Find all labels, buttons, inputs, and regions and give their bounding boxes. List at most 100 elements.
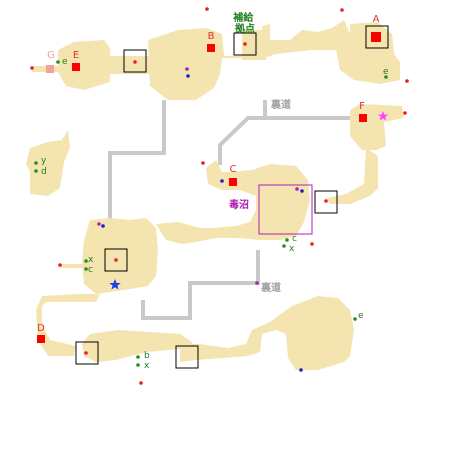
red-dot xyxy=(340,8,344,12)
poi-box-west-center[interactable] xyxy=(104,248,128,272)
back-road-routes xyxy=(108,100,350,320)
red-dot xyxy=(403,111,407,115)
red-dot xyxy=(84,351,88,355)
red-dot xyxy=(324,199,328,203)
red-dot xyxy=(201,161,205,165)
blue-dot xyxy=(220,179,224,183)
route-west xyxy=(108,100,166,222)
green-dot xyxy=(84,259,88,263)
item-label-e: e xyxy=(62,57,68,67)
supply-base-label-line2: 拠点 xyxy=(235,22,255,35)
route-upper-back-road xyxy=(218,100,350,165)
red-dot xyxy=(30,66,34,70)
camp-e-label: E xyxy=(73,50,79,61)
green-dot xyxy=(384,75,388,79)
camp-labels: A B C D E F G xyxy=(37,14,379,334)
camp-c-marker[interactable] xyxy=(229,178,237,186)
supply-base-label: 補給 拠点 xyxy=(232,11,256,35)
item-label-x: x xyxy=(144,361,150,371)
red-dot xyxy=(114,258,118,262)
red-dot xyxy=(405,79,409,83)
star-icon xyxy=(377,111,389,121)
zone-north xyxy=(148,20,400,100)
blue-dot xyxy=(300,189,304,193)
blue-dot xyxy=(299,368,303,372)
camp-f-marker[interactable] xyxy=(359,114,367,122)
camp-f-label: F xyxy=(359,101,365,112)
red-dot xyxy=(243,42,247,46)
camp-a-marker[interactable] xyxy=(371,32,381,42)
camp-a-label: A xyxy=(373,14,380,25)
green-dot xyxy=(136,363,140,367)
purple-dot xyxy=(295,187,299,191)
green-dots xyxy=(34,60,388,367)
path-e-b xyxy=(110,56,150,74)
blue-dot xyxy=(101,224,105,228)
poi-box-supply-base[interactable] xyxy=(233,32,257,56)
path-wc-west xyxy=(60,264,84,268)
camp-e-marker[interactable] xyxy=(72,63,80,71)
poi-box-north-west[interactable] xyxy=(123,49,147,73)
zone-south-east xyxy=(180,296,354,370)
route-lower-back-road xyxy=(141,250,260,320)
green-dot xyxy=(34,169,38,173)
item-label-x: x xyxy=(88,255,94,265)
path-d xyxy=(36,294,100,356)
camp-d-label: D xyxy=(37,323,45,334)
purple-dot xyxy=(255,281,259,285)
green-dot xyxy=(353,317,357,321)
item-label-e: e xyxy=(383,67,389,77)
camp-c-label: C xyxy=(230,164,237,175)
item-labels: e e y d x c c x e b x xyxy=(41,57,389,371)
camp-b-label: B xyxy=(208,31,215,42)
green-dot xyxy=(282,244,286,248)
green-dot xyxy=(84,267,88,271)
red-dot xyxy=(133,60,137,64)
zone-e xyxy=(32,40,110,90)
camp-b-marker[interactable] xyxy=(207,44,215,52)
purple-dot xyxy=(97,222,101,226)
terrain xyxy=(26,20,404,370)
purple-dot xyxy=(185,67,189,71)
red-dot xyxy=(310,242,314,246)
poison-swamp-area[interactable] xyxy=(258,184,313,235)
item-label-c: c xyxy=(292,234,297,244)
poi-box-south[interactable] xyxy=(175,345,199,369)
item-label-b: b xyxy=(144,351,150,361)
poi-box-east[interactable] xyxy=(314,190,338,214)
red-dot xyxy=(58,263,62,267)
poi-box-a[interactable] xyxy=(365,25,389,49)
star-icon xyxy=(109,279,121,290)
camp-g-marker[interactable] xyxy=(46,65,54,73)
red-dots xyxy=(30,7,409,385)
zone-f xyxy=(350,104,404,150)
green-dot xyxy=(56,60,60,64)
red-dot xyxy=(139,381,143,385)
zone-west xyxy=(26,130,70,196)
green-dot xyxy=(34,161,38,165)
zone-south-west xyxy=(82,330,192,362)
poison-swamp-label: 毒沼 xyxy=(229,198,249,211)
blue-dot xyxy=(186,74,190,78)
path-f-south xyxy=(326,148,378,204)
camp-d-marker[interactable] xyxy=(37,335,45,343)
item-label-c: c xyxy=(88,265,93,275)
back-road-label: 裏道 xyxy=(270,98,291,111)
blue-dots xyxy=(101,74,304,372)
poi-box-south-west[interactable] xyxy=(75,341,99,365)
green-dot xyxy=(136,355,140,359)
camp-markers xyxy=(37,32,381,343)
zone-c xyxy=(156,160,310,244)
zone-west-center xyxy=(82,218,158,294)
red-dot xyxy=(205,7,209,11)
back-road-label: 裏道 xyxy=(260,281,281,294)
camp-g-label: G xyxy=(47,50,55,61)
item-label-y: y xyxy=(41,156,47,166)
green-dot xyxy=(285,238,289,242)
item-label-x: x xyxy=(289,244,295,254)
purple-dots xyxy=(97,67,299,285)
item-label-e: e xyxy=(358,311,364,321)
poi-boxes xyxy=(75,25,389,369)
supply-base-label-line1: 補給 xyxy=(232,11,254,24)
